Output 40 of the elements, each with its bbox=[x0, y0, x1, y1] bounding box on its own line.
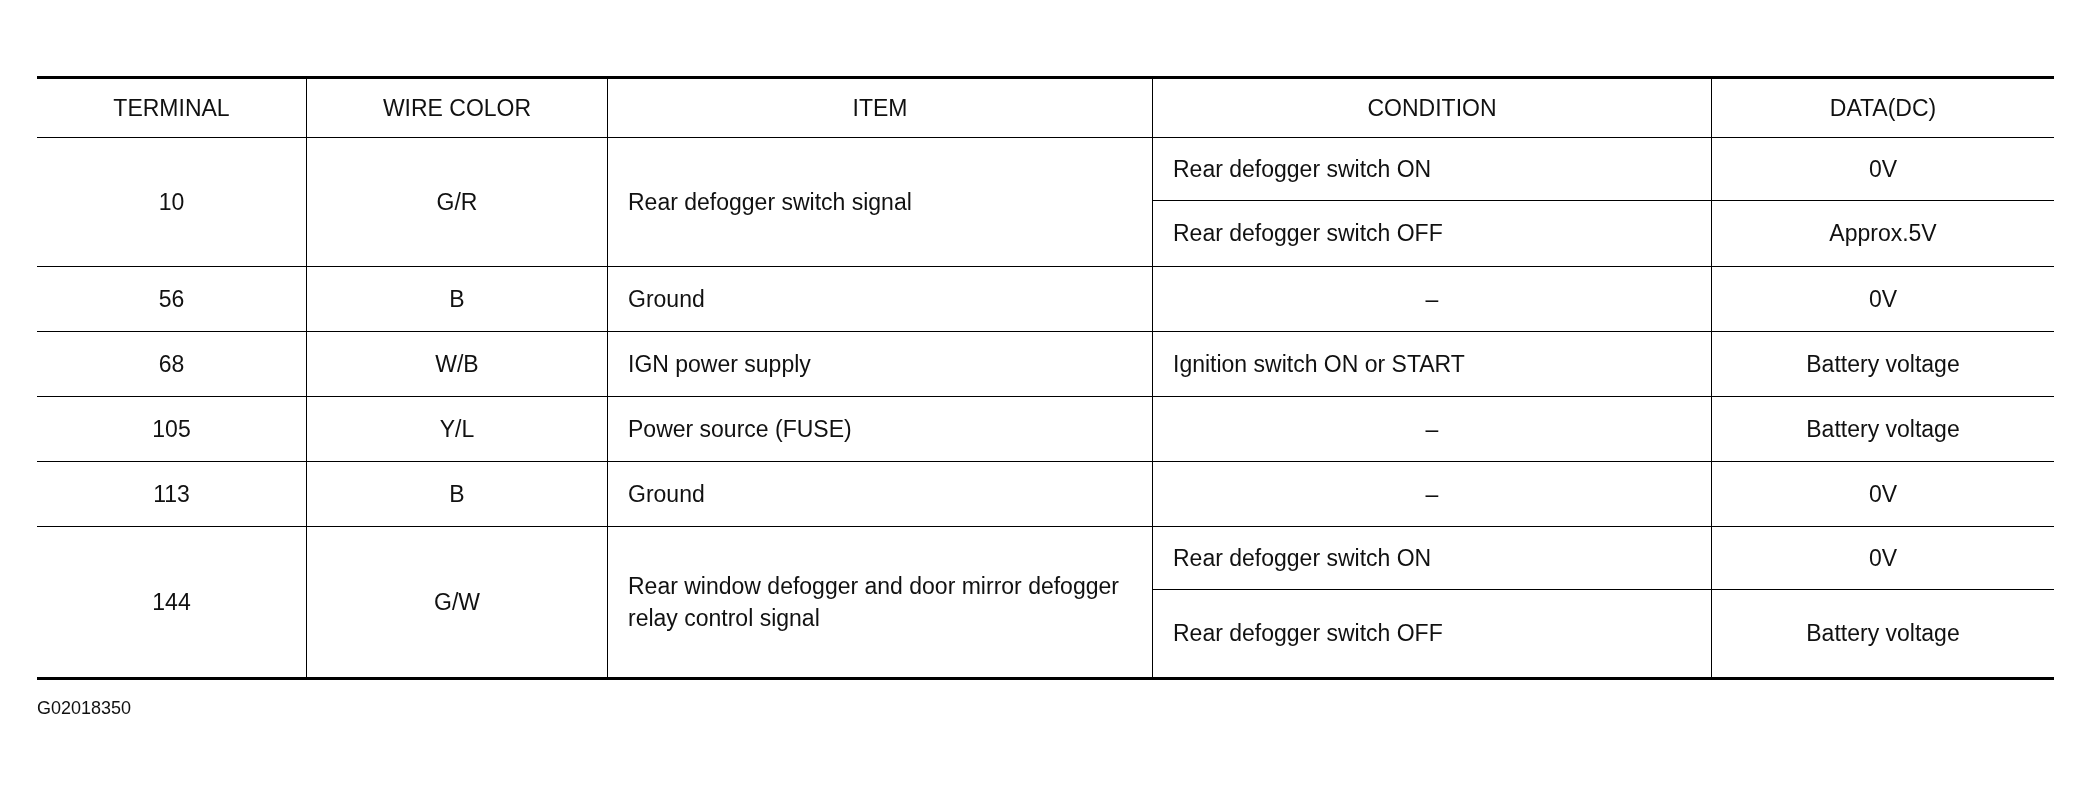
item-description: IGN power supply bbox=[608, 332, 1153, 397]
condition-text: – bbox=[1153, 267, 1712, 332]
data-value: Approx.5V bbox=[1712, 201, 2054, 267]
wire-color: W/B bbox=[307, 332, 608, 397]
column-header: TERMINAL bbox=[37, 79, 307, 138]
column-header: DATA(DC) bbox=[1712, 79, 2054, 138]
data-value: 0V bbox=[1712, 138, 2054, 201]
condition-text: Rear defogger switch OFF bbox=[1153, 201, 1712, 267]
data-value: 0V bbox=[1712, 267, 2054, 332]
column-header: ITEM bbox=[608, 79, 1153, 138]
condition-text: Rear defogger switch ON bbox=[1153, 138, 1712, 201]
data-value: 0V bbox=[1712, 462, 2054, 527]
item-description: Power source (FUSE) bbox=[608, 397, 1153, 462]
data-value: Battery voltage bbox=[1712, 397, 2054, 462]
item-description: Ground bbox=[608, 462, 1153, 527]
condition-text: – bbox=[1153, 397, 1712, 462]
wire-color: B bbox=[307, 267, 608, 332]
terminal-number: 10 bbox=[37, 138, 307, 267]
terminal-number: 105 bbox=[37, 397, 307, 462]
item-description: Rear defogger switch signal bbox=[608, 138, 1153, 267]
figure-code: G02018350 bbox=[37, 698, 132, 719]
wire-color: B bbox=[307, 462, 608, 527]
wire-color: G/R bbox=[307, 138, 608, 267]
column-header: CONDITION bbox=[1153, 79, 1712, 138]
wire-color: Y/L bbox=[307, 397, 608, 462]
terminal-number: 144 bbox=[37, 527, 307, 677]
data-value: Battery voltage bbox=[1712, 332, 2054, 397]
item-description: Ground bbox=[608, 267, 1153, 332]
condition-text: Rear defogger switch ON bbox=[1153, 527, 1712, 590]
data-value: 0V bbox=[1712, 527, 2054, 590]
terminal-number: 56 bbox=[37, 267, 307, 332]
terminal-number: 113 bbox=[37, 462, 307, 527]
data-value: Battery voltage bbox=[1805, 619, 1961, 649]
condition-text: Ignition switch ON or START bbox=[1153, 332, 1712, 397]
terminal-number: 68 bbox=[37, 332, 307, 397]
condition-text: Rear defogger switch OFF bbox=[1153, 590, 1712, 677]
column-header: WIRE COLOR bbox=[307, 79, 608, 138]
wire-color: G/W bbox=[307, 527, 608, 677]
condition-text: – bbox=[1153, 462, 1712, 527]
item-description: Rear window defogger and door mirror defogger relay control signal bbox=[608, 527, 1153, 677]
